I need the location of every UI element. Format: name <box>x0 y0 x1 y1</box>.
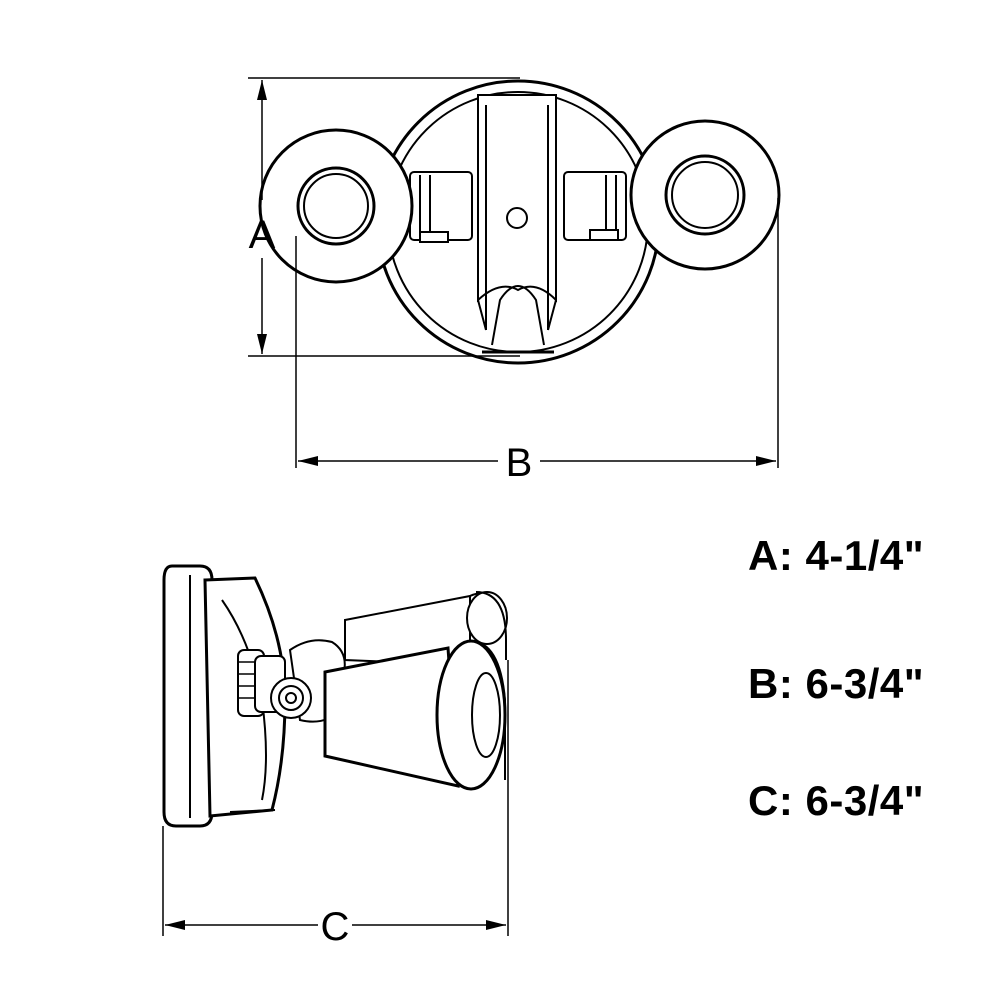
dimension-c-label: C <box>321 905 350 949</box>
front-lamp <box>323 639 507 791</box>
wall-plate <box>162 564 214 828</box>
center-mount-bar <box>477 94 557 354</box>
mount-screw-hole <box>506 207 528 229</box>
dimension-a-label: A <box>249 213 276 257</box>
left-lamp-head <box>258 128 473 284</box>
rear-lamp <box>344 591 508 667</box>
dimension-a <box>248 77 520 357</box>
spec-a: A: 4-1/4" <box>748 532 925 579</box>
dimension-b <box>295 198 779 468</box>
front-view <box>258 79 781 365</box>
spec-b: B: 6-3/4" <box>748 660 925 707</box>
dimension-c <box>162 660 509 936</box>
swivel-bolt <box>270 677 312 719</box>
spec-c: C: 6-3/4" <box>748 777 925 824</box>
right-lamp-head <box>563 119 781 271</box>
dimension-b-label: B <box>506 441 533 485</box>
side-view <box>162 564 508 828</box>
